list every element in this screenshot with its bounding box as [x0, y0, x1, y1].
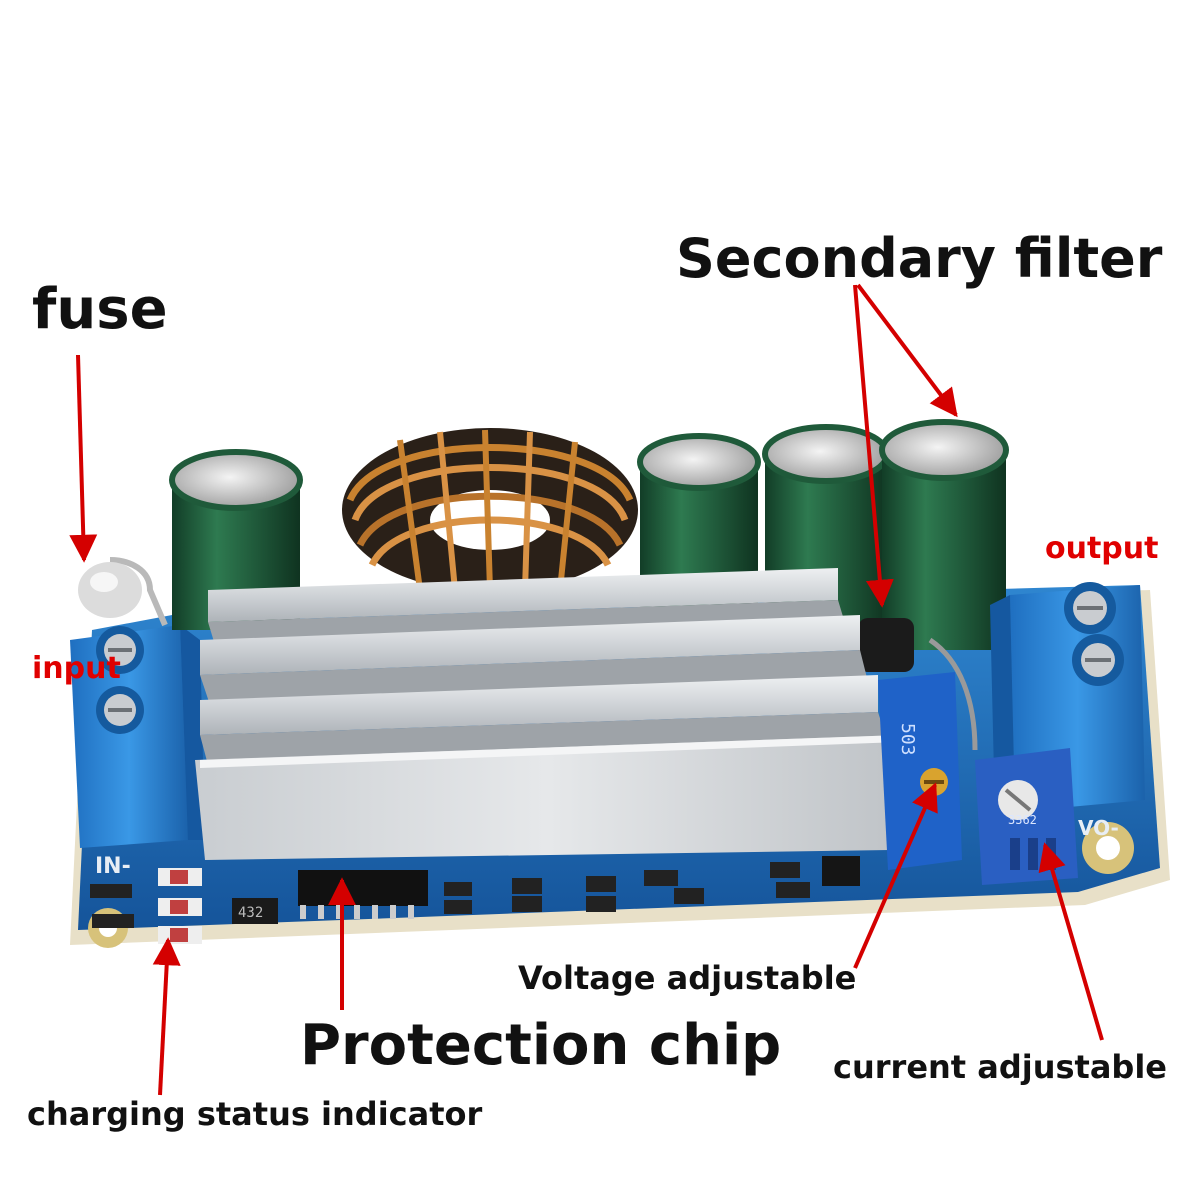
fuse-component — [78, 557, 168, 627]
pcb-in-minus-marking: IN- — [95, 854, 131, 879]
arrow-current-adjustable — [1038, 842, 1104, 1041]
toroid-inductor — [342, 428, 638, 592]
label-voltage-adjustable: Voltage adjustable — [518, 959, 857, 997]
label-output: output — [1045, 531, 1159, 566]
capacitor-secondary-filter-2 — [879, 419, 1009, 650]
arrow-secondary-filter-left — [853, 284, 894, 608]
chip-marking: 432 — [238, 905, 263, 921]
arrow-fuse — [69, 354, 98, 563]
label-input: input — [32, 651, 121, 686]
pot-marking: 503 — [897, 723, 918, 756]
heatsink — [195, 568, 900, 860]
current-trimmer: 3362 — [975, 748, 1078, 885]
label-protection-chip: Protection chip — [300, 1013, 782, 1078]
annotation-arrows — [69, 283, 1104, 1096]
pcb-vo-minus-marking: VO- — [1078, 816, 1119, 840]
arrow-secondary-filter-right — [856, 283, 958, 418]
arrow-charging-status — [152, 937, 181, 1096]
arrow-voltage-adjustable — [853, 782, 938, 969]
label-fuse: fuse — [32, 277, 168, 342]
label-secondary-filter: Secondary filter — [676, 227, 1163, 290]
label-charging-status-indicator: charging status indicator — [27, 1095, 483, 1133]
filter-choke — [858, 618, 978, 751]
charging-status-leds — [158, 868, 202, 944]
label-current-adjustable: current adjustable — [833, 1048, 1167, 1086]
smd-components: 432 — [90, 856, 860, 928]
voltage-potentiometer: 503 — [878, 672, 962, 870]
trimmer-marking: 3362 — [1008, 813, 1037, 827]
